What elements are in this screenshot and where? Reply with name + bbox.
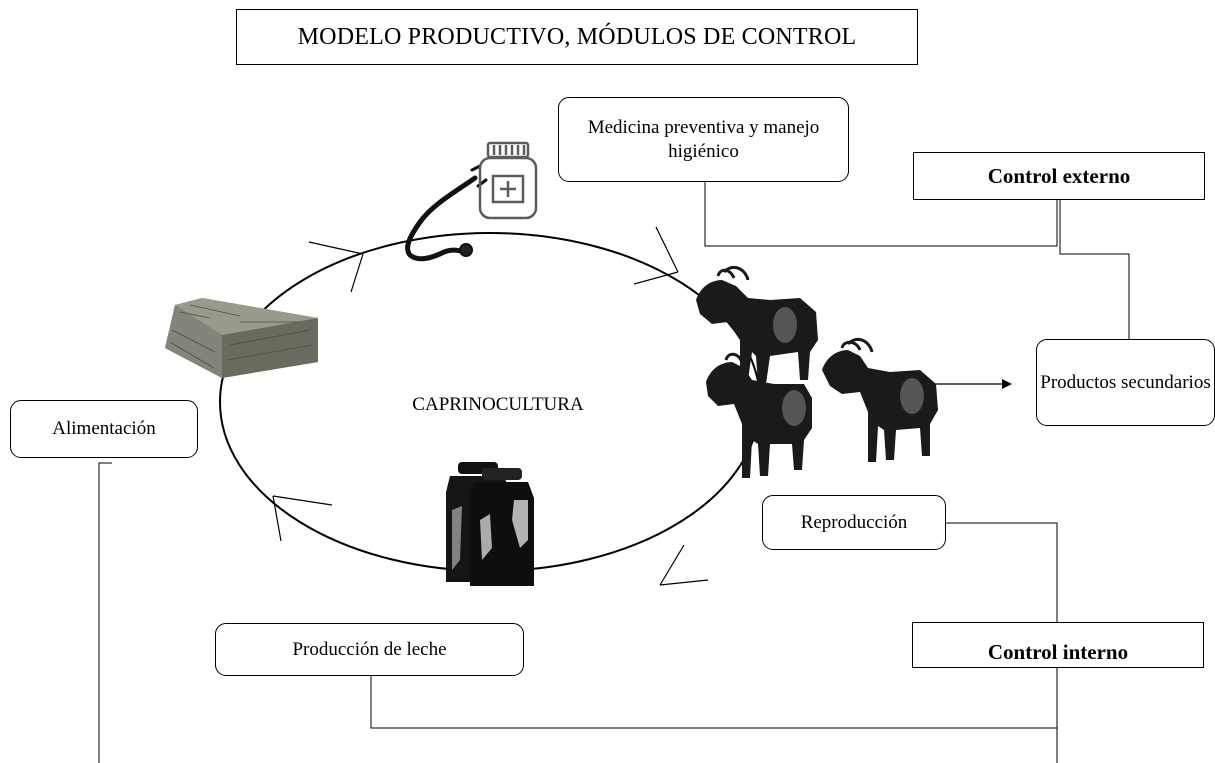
control-externo-box: Control externo bbox=[913, 152, 1205, 200]
alimentacion-box: Alimentación bbox=[10, 400, 198, 458]
connector-control-externo-productos bbox=[1059, 200, 1130, 339]
connector-alimentacion-down bbox=[98, 462, 112, 763]
goat-icon-bottom-left bbox=[706, 352, 812, 478]
cycle-arrow-top-left bbox=[308, 241, 364, 293]
hay-bale-icon bbox=[165, 298, 318, 378]
cycle-arrow-bottom-left bbox=[272, 495, 333, 542]
medicina-box: Medicina preventiva y manejo higiénico bbox=[558, 97, 849, 182]
control-interno-box: Control interno bbox=[912, 622, 1204, 668]
goat-icon-top bbox=[696, 266, 818, 384]
stethoscope-icon bbox=[405, 164, 488, 262]
produccion-leche-box: Producción de leche bbox=[215, 623, 524, 676]
cycle-arrow-top-right bbox=[633, 226, 679, 285]
center-label: CAPRINOCULTURA bbox=[412, 394, 584, 415]
goat-icon-right bbox=[822, 338, 938, 462]
page-title: MODELO PRODUCTIVO, MÓDULOS DE CONTROL bbox=[236, 9, 918, 65]
connector-produccion-control-interno bbox=[370, 676, 1057, 729]
cycle-arrow-bottom-right bbox=[659, 544, 709, 586]
milk-cans-icon bbox=[446, 462, 534, 586]
connector-medicina-control-externo bbox=[704, 182, 1058, 247]
reproduccion-box: Reproducción bbox=[762, 495, 946, 550]
productos-secundarios-box: Productos secundarios bbox=[1036, 339, 1215, 426]
connector-reproduccion-control-interno bbox=[946, 522, 1058, 622]
medicine-bottle-icon bbox=[478, 141, 538, 220]
